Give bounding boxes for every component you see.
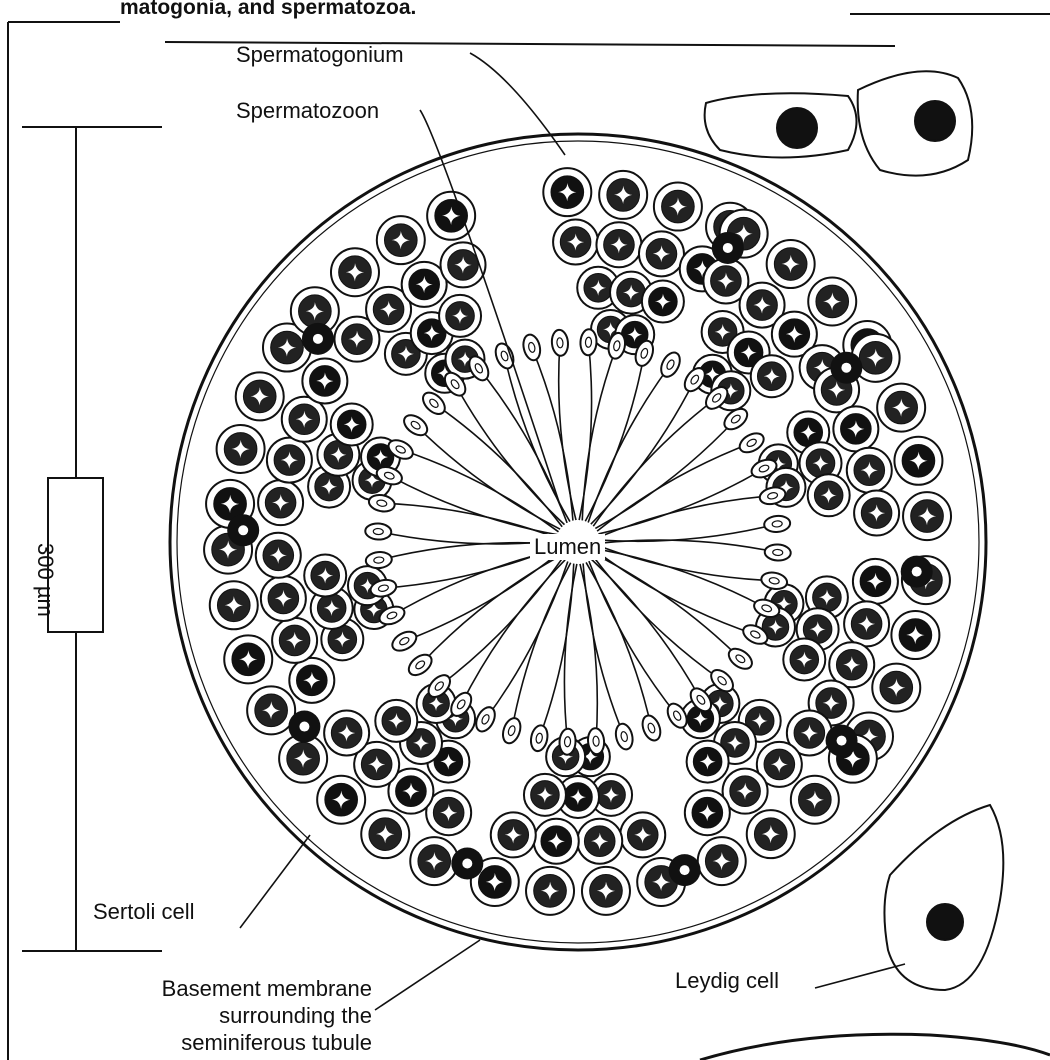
germ-cell (577, 819, 622, 864)
germ-cell (331, 403, 373, 445)
basement-line-1: Basement membrane (88, 975, 372, 1002)
germ-cell (808, 277, 856, 325)
basement-line-3: seminiferous tubule (88, 1029, 372, 1056)
germ-cell (891, 611, 939, 659)
label-leydig-cell: Leydig cell (675, 968, 779, 994)
germ-cell (877, 384, 925, 432)
germ-cell (642, 281, 684, 323)
germ-cell (844, 601, 889, 646)
germ-cell (210, 581, 258, 629)
germ-cell (331, 248, 379, 296)
germ-cell (698, 837, 746, 885)
germ-cell (847, 448, 892, 493)
germ-cell (685, 790, 730, 835)
sertoli-nucleus (712, 232, 744, 264)
germ-cell (317, 776, 365, 824)
germ-cell (596, 222, 641, 267)
sertoli-nucleus (288, 711, 320, 743)
germ-cell (304, 555, 346, 597)
germ-cell (543, 168, 591, 216)
sertoli-nucleus (901, 556, 933, 588)
basement-line-2: surrounding the (88, 1002, 372, 1029)
germ-cell (491, 812, 536, 857)
germ-cell (767, 240, 815, 288)
germ-cell (256, 533, 301, 578)
germ-cell (553, 220, 598, 265)
germ-cell (526, 867, 574, 915)
germ-cell (808, 474, 850, 516)
germ-cell (854, 491, 899, 536)
germ-cell (747, 810, 795, 858)
germ-cell (582, 867, 630, 915)
germ-cell (247, 686, 295, 734)
germ-cell (324, 710, 369, 755)
germ-cell (224, 635, 272, 683)
germ-cell (289, 658, 334, 703)
label-sertoli-cell: Sertoli cell (93, 899, 194, 925)
label-lumen: Lumen (530, 534, 605, 560)
germ-cell (410, 837, 458, 885)
germ-cell (751, 355, 793, 397)
label-spermatogonium: Spermatogonium (236, 42, 404, 68)
scale-bar-label: 300 µm (32, 543, 58, 617)
sertoli-nucleus (830, 352, 862, 384)
sertoli-nucleus (451, 847, 483, 879)
germ-cell (872, 664, 920, 712)
germ-cell (439, 295, 481, 337)
germ-cell (654, 183, 702, 231)
germ-cell (853, 559, 898, 604)
germ-cell (599, 171, 647, 219)
germ-cell (833, 406, 878, 451)
germ-cell (783, 639, 825, 681)
germ-cell (903, 492, 951, 540)
scale-bar (22, 127, 162, 951)
germ-cell (272, 618, 317, 663)
germ-cell (261, 576, 306, 621)
neighbor-tubule (700, 1034, 1050, 1060)
germ-cell (534, 819, 579, 864)
germ-cell (217, 425, 265, 473)
leydig-cell-bottom (884, 805, 1003, 990)
germ-cell (377, 216, 425, 264)
germ-cell (267, 438, 312, 483)
germ-cell (302, 358, 347, 403)
germ-cell (791, 776, 839, 824)
germ-cell (236, 372, 284, 420)
germ-cell (524, 774, 566, 816)
germ-cell (894, 437, 942, 485)
sertoli-nucleus (227, 514, 259, 546)
sertoli-nucleus (826, 725, 858, 757)
germ-cell (620, 812, 665, 857)
label-spermatozoon: Spermatozoon (236, 98, 379, 124)
sertoli-nucleus (669, 854, 701, 886)
germ-cell (639, 231, 684, 276)
germ-cell (687, 741, 729, 783)
leydig-cells-top (705, 71, 973, 175)
sertoli-nucleus (302, 323, 334, 355)
label-basement-membrane: Basement membrane surrounding the semini… (88, 975, 372, 1056)
germ-cell (375, 700, 417, 742)
germ-cell (258, 480, 303, 525)
figure-caption: matogonia, and spermatozoa. (120, 0, 416, 20)
germ-cell (361, 810, 409, 858)
